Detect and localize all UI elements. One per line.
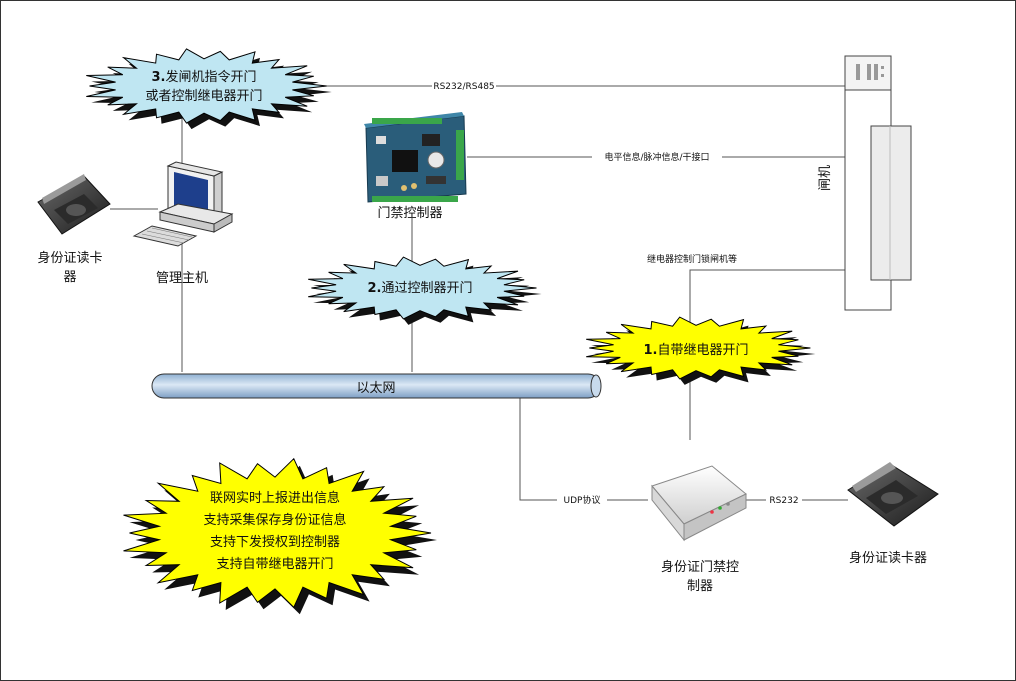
burst-2-controller: 2.通过控制器开门: [308, 256, 542, 325]
label-rs232: RS232: [769, 496, 798, 506]
burst-1-text: 自带继电器开门: [657, 343, 748, 358]
svg-text:3.发闸机指令开门: 3.发闸机指令开门: [152, 69, 257, 85]
gate-device: 闸机: [818, 55, 912, 311]
link-labels: RS232/RS485 电平信息/脉冲信息/干接口 继电器控制门锁闸机等 UDP…: [432, 79, 802, 506]
feature-line-3: 支持下发授权到控制器: [210, 534, 340, 550]
line-udp: [519, 398, 648, 501]
label-rs232-rs485: RS232/RS485: [433, 82, 494, 92]
burst-features: 联网实时上报进出信息 支持采集保存身份证信息 支持下发授权到控制器 支持自带继电…: [123, 457, 437, 615]
host-label: 管理主机: [156, 271, 208, 286]
burst-1-relay: 1.自带继电器开门: [586, 316, 816, 385]
feature-line-2: 支持采集保存身份证信息: [203, 512, 346, 528]
label-udp: UDP协议: [564, 494, 601, 506]
burst-3-line2: 或者控制继电器开门: [145, 89, 262, 104]
host-computer: 管理主机: [132, 161, 234, 286]
ethernet-label: 以太网: [356, 381, 395, 396]
svg-text:2.通过控制器开门: 2.通过控制器开门: [368, 281, 473, 296]
id-access-controller: 身份证门禁控 制器: [651, 465, 747, 594]
burst-3-line1: 发闸机指令开门: [165, 69, 256, 85]
ethernet-pipe: 以太网: [151, 373, 602, 399]
id-reader-left-label-2: 器: [63, 270, 76, 285]
feature-line-1: 联网实时上报进出信息: [210, 490, 340, 506]
id-access-controller-label-2: 制器: [687, 579, 713, 594]
connection-lines: [110, 85, 848, 501]
gate-label: 闸机: [818, 165, 833, 191]
access-controller-label: 门禁控制器: [377, 206, 442, 221]
id-reader-right-label: 身份证读卡器: [849, 550, 927, 566]
access-controller-board: 门禁控制器: [364, 112, 467, 221]
burst-3-gate-command: 3.发闸机指令开门 或者控制继电器开门: [86, 48, 332, 130]
svg-text:1.自带继电器开门: 1.自带继电器开门: [644, 343, 749, 358]
burst-2-text: 通过控制器开门: [381, 281, 472, 296]
label-relay-control: 继电器控制门锁闸机等: [647, 253, 737, 265]
id-reader-right: 身份证读卡器: [847, 462, 939, 566]
burst-2-num: 2.: [368, 281, 382, 296]
id-reader-left: 身份证读卡 器: [37, 174, 111, 285]
burst-3-num: 3.: [152, 70, 166, 85]
id-reader-left-label-1: 身份证读卡: [37, 250, 102, 266]
label-level-signal: 电平信息/脉冲信息/干接口: [604, 151, 709, 163]
id-access-controller-label-1: 身份证门禁控: [661, 559, 739, 575]
feature-line-4: 支持自带继电器开门: [216, 557, 333, 572]
line-relay-control: [689, 269, 845, 440]
burst-1-num: 1.: [644, 343, 658, 358]
